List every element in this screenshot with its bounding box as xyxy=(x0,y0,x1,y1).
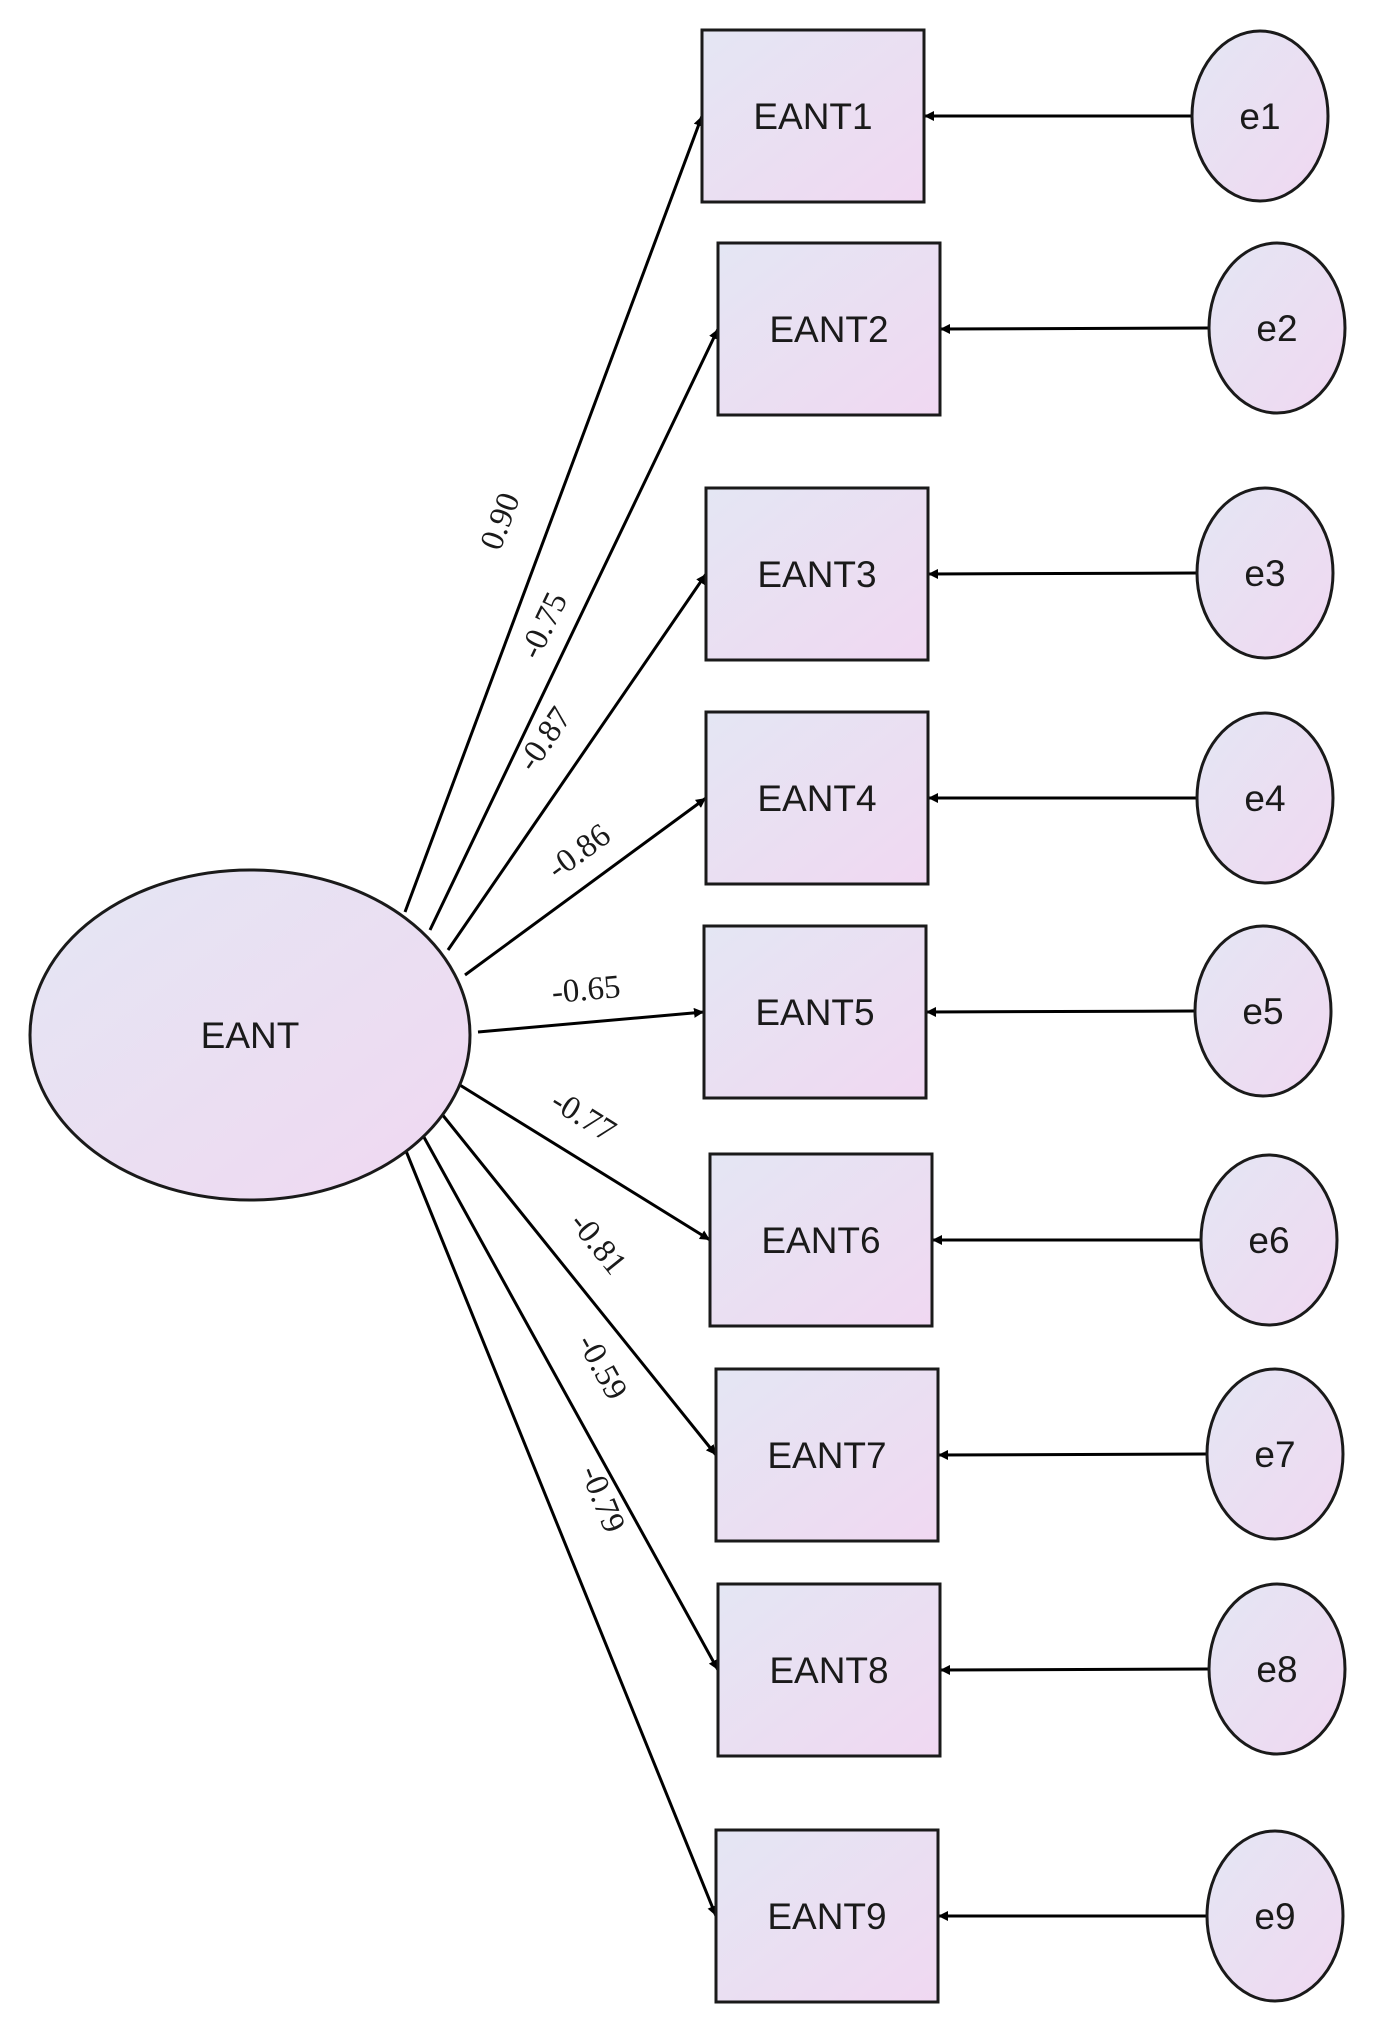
error-node-4[interactable]: e4 xyxy=(1195,711,1335,885)
error-path-3 xyxy=(927,568,1198,579)
error-node-8[interactable]: e8 xyxy=(1207,1582,1347,1756)
loading-path-1 xyxy=(403,115,704,913)
indicator-node-9[interactable]: EANT9 xyxy=(714,1828,940,2004)
error-node-9[interactable]: e9 xyxy=(1205,1829,1345,2003)
loading-label-5: -0.65 xyxy=(550,969,622,1011)
error-circle-7[interactable] xyxy=(1205,1367,1345,1541)
error-circle-4[interactable] xyxy=(1195,711,1335,885)
loading-label-7: -0.81 xyxy=(562,1206,633,1282)
indicator-node-8[interactable]: EANT8 xyxy=(716,1582,942,1758)
indicator-label-6: EANT6 xyxy=(761,1220,880,1261)
indicator-node-1[interactable]: EANT1 xyxy=(700,28,926,204)
error-path-5 xyxy=(925,1006,1196,1017)
indicator-label-8: EANT8 xyxy=(769,1650,888,1691)
indicator-node-7[interactable]: EANT7 xyxy=(714,1367,940,1543)
error-label-9: e9 xyxy=(1254,1896,1295,1937)
loading-path-9 xyxy=(402,1145,718,1917)
error-path-8 xyxy=(939,1664,1210,1675)
error-label-6: e6 xyxy=(1248,1220,1289,1261)
error-circle-2[interactable] xyxy=(1207,241,1347,415)
indicator-label-4: EANT4 xyxy=(757,778,876,819)
loading-path-3 xyxy=(446,573,708,951)
error-label-2: e2 xyxy=(1256,308,1297,349)
error-circle-3[interactable] xyxy=(1195,486,1335,660)
indicator-label-1: EANT1 xyxy=(753,96,872,137)
error-node-2[interactable]: e2 xyxy=(1207,241,1347,415)
loading-path-5 xyxy=(477,1007,705,1034)
error-label-7: e7 xyxy=(1254,1434,1295,1475)
indicator-node-4[interactable]: EANT4 xyxy=(704,710,930,886)
error-label-3: e3 xyxy=(1244,553,1285,594)
error-node-6[interactable]: e6 xyxy=(1199,1153,1339,1327)
error-label-4: e4 xyxy=(1244,778,1285,819)
error-circle-8[interactable] xyxy=(1207,1582,1347,1756)
loading-path-2 xyxy=(428,328,720,931)
latent-ellipse[interactable] xyxy=(28,868,472,1202)
indicator-box-4[interactable] xyxy=(704,710,930,886)
error-circle-9[interactable] xyxy=(1205,1829,1345,2003)
indicator-label-2: EANT2 xyxy=(769,309,888,350)
indicator-box-2[interactable] xyxy=(716,241,942,417)
indicator-label-5: EANT5 xyxy=(755,992,874,1033)
loading-path-6 xyxy=(454,1080,711,1242)
indicator-box-6[interactable] xyxy=(708,1152,934,1328)
indicator-label-7: EANT7 xyxy=(767,1435,886,1476)
indicator-node-5[interactable]: EANT5 xyxy=(702,924,928,1100)
loading-path-4 xyxy=(464,796,707,977)
loading-path-7 xyxy=(435,1107,718,1456)
latent-label: EANT xyxy=(201,1015,300,1056)
error-path-2 xyxy=(939,323,1210,334)
indicator-box-1[interactable] xyxy=(700,28,926,204)
error-circle-5[interactable] xyxy=(1193,924,1333,1098)
loading-label-1: 0.90 xyxy=(474,488,528,555)
error-node-7[interactable]: e7 xyxy=(1205,1367,1345,1541)
error-node-1[interactable]: e1 xyxy=(1190,29,1330,203)
error-label-8: e8 xyxy=(1256,1649,1297,1690)
indicator-node-3[interactable]: EANT3 xyxy=(704,486,930,662)
error-path-7 xyxy=(937,1449,1208,1460)
indicator-box-8[interactable] xyxy=(716,1582,942,1758)
indicator-box-3[interactable] xyxy=(704,486,930,662)
indicator-node-6[interactable]: EANT6 xyxy=(708,1152,934,1328)
indicator-box-5[interactable] xyxy=(702,924,928,1100)
indicator-label-9: EANT9 xyxy=(767,1896,886,1937)
loading-path-8 xyxy=(418,1129,720,1671)
error-node-3[interactable]: e3 xyxy=(1195,486,1335,660)
indicator-box-7[interactable] xyxy=(714,1367,940,1543)
error-circle-6[interactable] xyxy=(1199,1153,1339,1327)
loading-label-6: -0.77 xyxy=(545,1083,622,1150)
error-label-1: e1 xyxy=(1239,96,1280,137)
error-label-5: e5 xyxy=(1242,991,1283,1032)
loading-label-4: -0.86 xyxy=(541,817,618,887)
error-node-5[interactable]: e5 xyxy=(1193,924,1333,1098)
indicator-node-2[interactable]: EANT2 xyxy=(716,241,942,417)
indicator-label-3: EANT3 xyxy=(757,554,876,595)
indicator-box-9[interactable] xyxy=(714,1828,940,2004)
error-circle-1[interactable] xyxy=(1190,29,1330,203)
